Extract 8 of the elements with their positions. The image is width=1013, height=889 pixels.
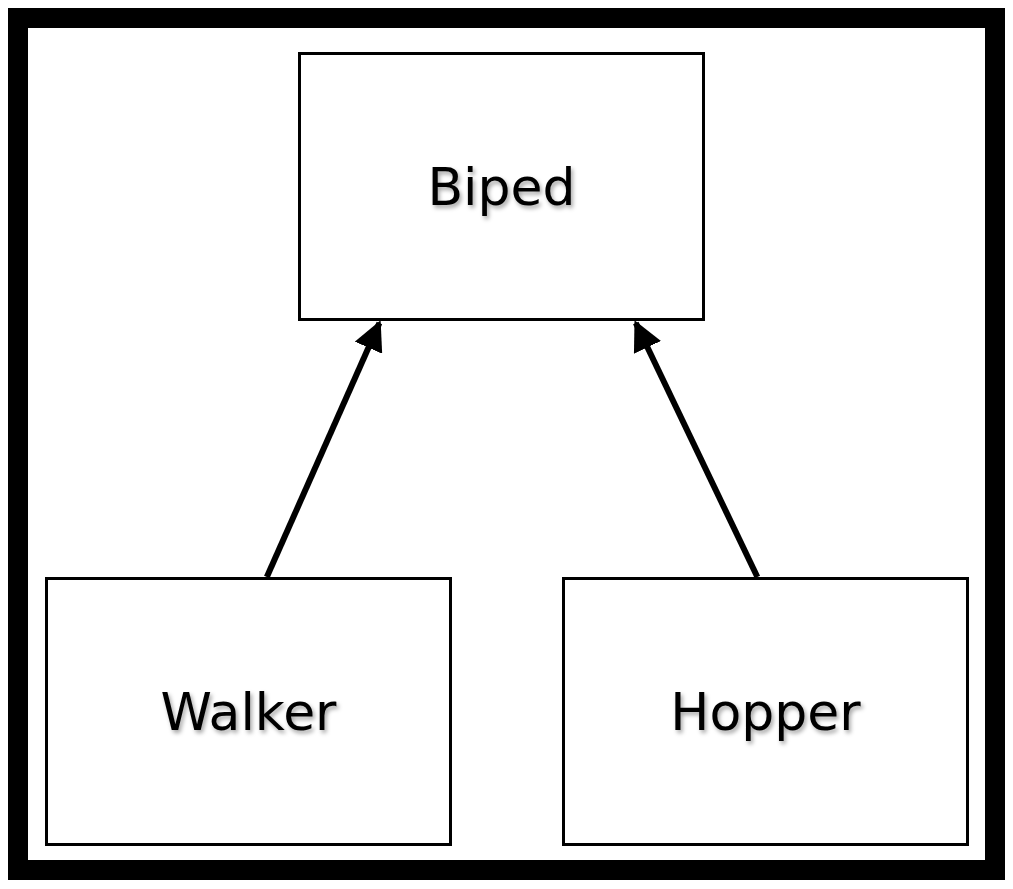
class-box (45, 577, 452, 846)
arrow (264, 320, 383, 579)
class-name: Biped (427, 156, 576, 217)
arrow (633, 320, 761, 579)
class-name: Walker (160, 681, 337, 742)
class-name: Hopper (670, 681, 861, 742)
class-box (298, 52, 705, 321)
class-box (562, 577, 969, 846)
